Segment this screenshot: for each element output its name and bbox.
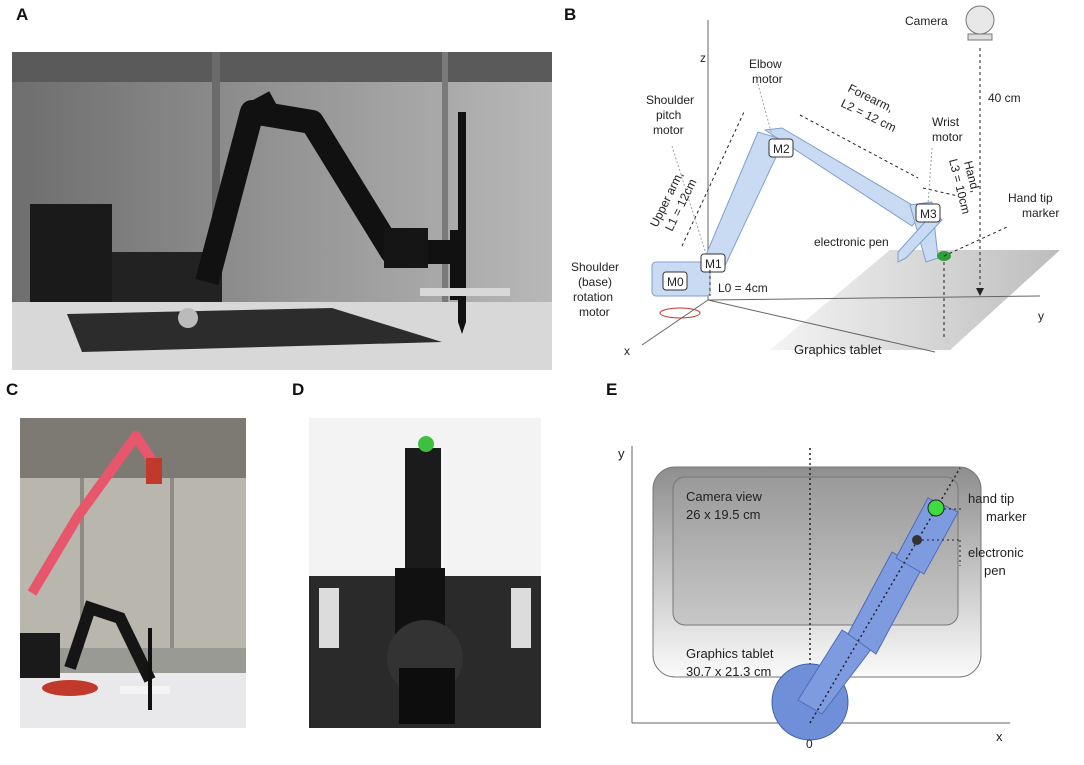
photo-a-illustration bbox=[12, 52, 552, 370]
wrist-motor-label-1: Wrist bbox=[932, 115, 960, 129]
panel-label-d: D bbox=[292, 380, 305, 399]
base-label-2: (base) bbox=[578, 275, 612, 289]
upper-arm-dimension bbox=[681, 111, 745, 247]
photo-robot-with-mirror-arm bbox=[20, 418, 246, 728]
camera-icon bbox=[965, 5, 995, 35]
hand-tip-marker-label-2: marker bbox=[986, 509, 1027, 524]
e-x-axis-label: x bbox=[996, 729, 1003, 744]
arm-segment-3 bbox=[895, 497, 959, 575]
graphics-tablet-label-1: Graphics tablet bbox=[686, 646, 774, 661]
x-axis-label: x bbox=[624, 344, 630, 358]
photo-c-illustration bbox=[20, 418, 246, 728]
motor-m3-label: M3 bbox=[920, 207, 937, 221]
diagram-e-workspace: y x Camera view 26 x 19.5 cm Graphics ta… bbox=[618, 446, 1027, 751]
base-rotation-arrow bbox=[659, 307, 701, 319]
hand-tip-marker-label-1: Hand tip bbox=[1008, 191, 1053, 205]
panel-label-a: A bbox=[16, 5, 29, 24]
camera-label: Camera bbox=[905, 14, 948, 28]
base-label-4: motor bbox=[579, 305, 610, 319]
base-label-1: Shoulder bbox=[571, 260, 619, 274]
l0-label: L0 = 4cm bbox=[718, 281, 768, 295]
photo-d-illustration bbox=[309, 418, 541, 728]
graphics-tablet-shape bbox=[770, 250, 1060, 350]
panel-label-b: B bbox=[564, 5, 577, 24]
camera-view-label-2: 26 x 19.5 cm bbox=[686, 507, 760, 522]
panel-label-e: E bbox=[606, 380, 618, 399]
electronic-pen-dot bbox=[912, 535, 922, 545]
diagram-b-kinematics: Graphics tablet z y x Camera 40 cm Shoul… bbox=[571, 5, 1060, 358]
camera-view-label-1: Camera view bbox=[686, 489, 762, 504]
motor-m1-label: M1 bbox=[705, 257, 722, 271]
camera-height-label: 40 cm bbox=[988, 91, 1021, 105]
motor-m0-label: M0 bbox=[667, 275, 684, 289]
origin-label: 0 bbox=[806, 737, 813, 751]
motor-m2-label: M2 bbox=[773, 142, 790, 156]
z-axis-label: z bbox=[700, 51, 706, 65]
y-axis-label: y bbox=[1038, 309, 1044, 323]
base-label-3: rotation bbox=[573, 290, 613, 304]
shoulder-pitch-label-3: motor bbox=[653, 123, 684, 137]
panel-label-c: C bbox=[6, 380, 19, 399]
forearm-dimension bbox=[799, 114, 919, 179]
hand-tip-marker-dot bbox=[927, 499, 945, 517]
x-axis bbox=[641, 299, 709, 346]
graphics-tablet-label: Graphics tablet bbox=[794, 342, 882, 357]
shoulder-pitch-label-1: Shoulder bbox=[646, 93, 694, 107]
electronic-pen-label: electronic pen bbox=[814, 235, 889, 249]
y-axis bbox=[707, 295, 1041, 301]
wrist-motor-label-2: motor bbox=[932, 130, 963, 144]
photo-robot-top-view bbox=[309, 418, 541, 728]
graphics-tablet-label-2: 30.7 x 21.3 cm bbox=[686, 664, 771, 679]
elbow-motor-label-2: motor bbox=[752, 72, 783, 86]
elbow-motor-label-1: Elbow bbox=[749, 57, 782, 71]
e-y-axis-label: y bbox=[618, 446, 625, 461]
hand-tip-marker-label-2: marker bbox=[1022, 206, 1059, 220]
electronic-pen-label-1: electronic bbox=[968, 545, 1024, 560]
electronic-pen-label-2: pen bbox=[984, 563, 1006, 578]
shoulder-pitch-label-2: pitch bbox=[656, 108, 681, 122]
hand-dimension bbox=[922, 187, 959, 197]
hand-tip-marker-label-1: hand tip bbox=[968, 491, 1014, 506]
tablet-edge bbox=[707, 299, 936, 353]
photo-robot-side-view bbox=[12, 52, 552, 370]
